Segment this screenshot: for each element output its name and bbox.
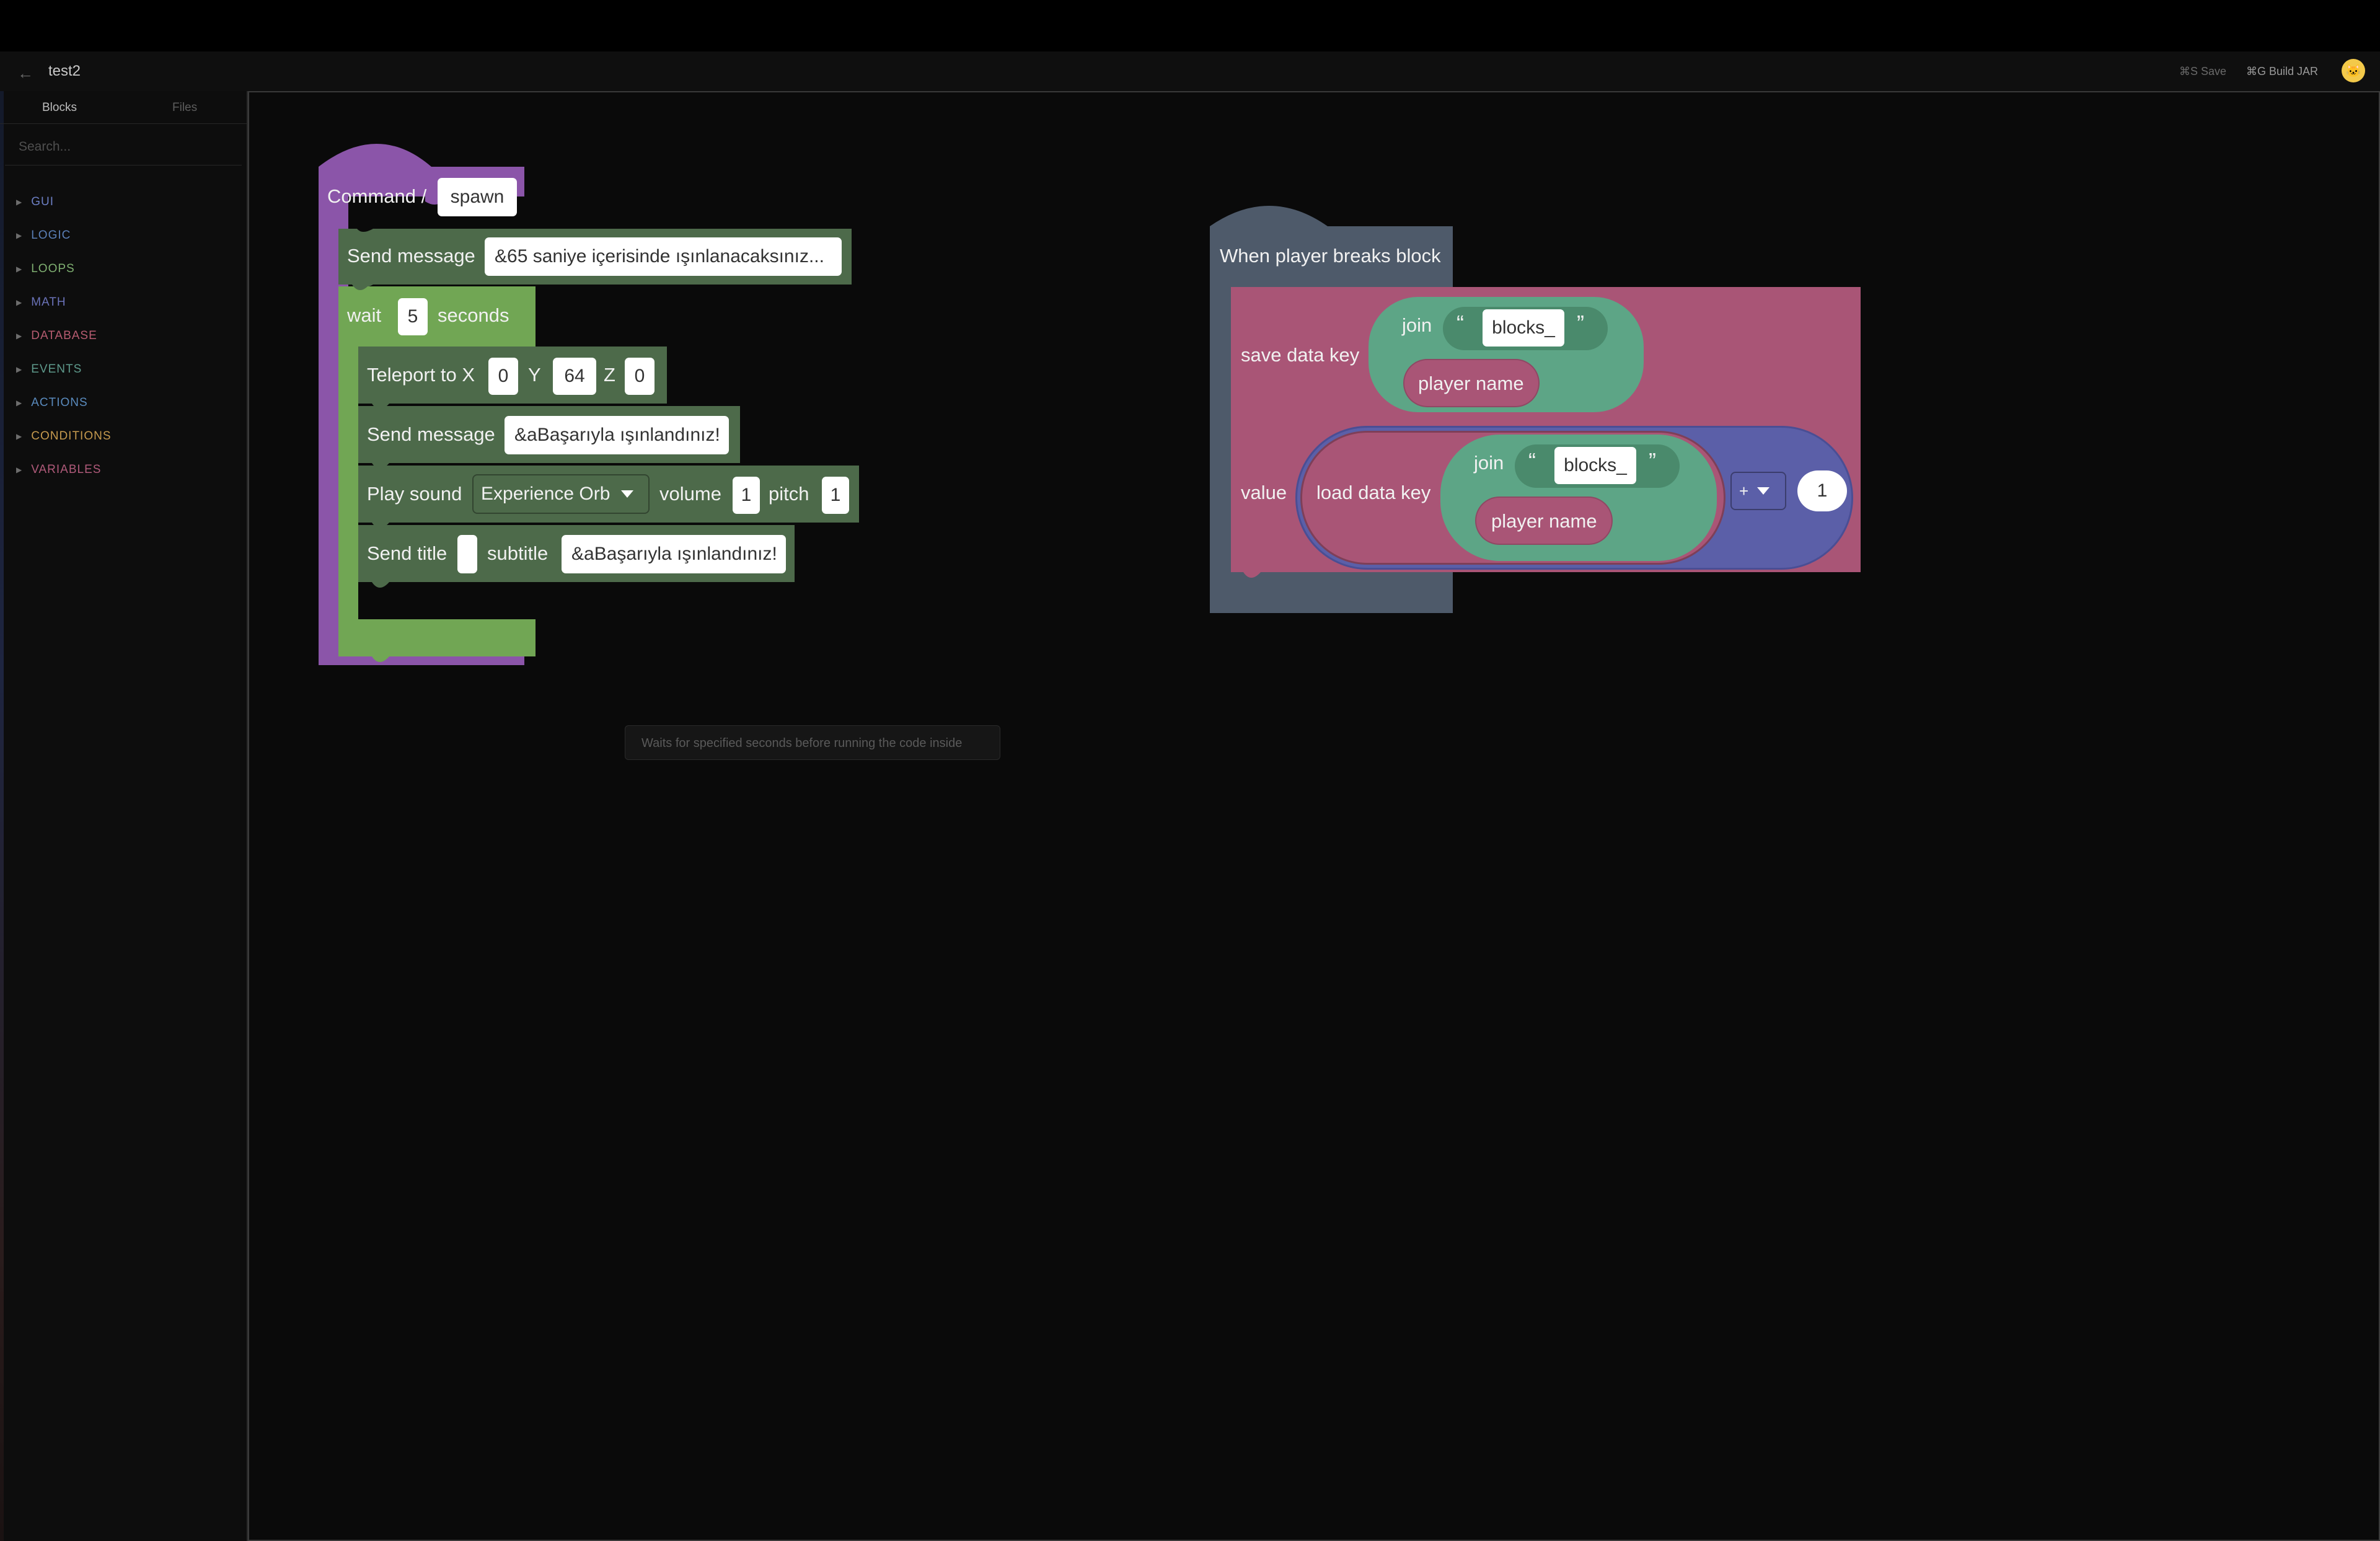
- event-label: When player breaks block: [1220, 245, 1441, 267]
- command-label: Command /: [327, 185, 427, 207]
- quote-open-icon: “: [1528, 448, 1536, 474]
- sidebar-tabs: Blocks Files: [0, 91, 247, 124]
- send-title-label: Send title: [367, 542, 447, 564]
- caret-right-icon: ▶: [16, 399, 23, 407]
- wait-seconds-field[interactable]: 5: [398, 298, 428, 335]
- play-sound-label: Play sound: [367, 483, 462, 505]
- quote-open-icon: “: [1457, 311, 1464, 336]
- sidebar-category-variables[interactable]: ▶ VARIABLES: [0, 453, 247, 487]
- teleport-label: Teleport to X: [367, 364, 475, 386]
- caret-right-icon: ▶: [16, 365, 23, 374]
- project-title: test2: [48, 63, 81, 79]
- category-label: VARIABLES: [31, 463, 102, 476]
- category-list: ▶ GUI ▶ LOGIC ▶ LOOPS ▶ MATH ▶ DATABASE ▶ EVENTS ▶ AC…: [0, 185, 247, 487]
- build-jar-button[interactable]: ⌘G Build JAR: [2246, 65, 2319, 77]
- sidebar-category-actions[interactable]: ▶ ACTIONS: [0, 386, 247, 420]
- chevron-down-icon: [1757, 487, 1770, 495]
- join-1-text-field[interactable]: blocks_: [1483, 309, 1564, 347]
- teleport-z-field[interactable]: 0: [625, 358, 654, 395]
- search-input[interactable]: [5, 128, 242, 166]
- caret-right-icon: ▶: [16, 332, 23, 340]
- quote-close-icon: ”: [1649, 448, 1656, 474]
- teleport-y-field[interactable]: 64: [553, 358, 596, 395]
- category-label: CONDITIONS: [31, 430, 112, 443]
- operator-dropdown[interactable]: +: [1730, 472, 1786, 510]
- chevron-down-icon: [621, 490, 634, 498]
- category-label: MATH: [31, 296, 66, 309]
- window-top-strip: [0, 0, 2380, 51]
- avatar[interactable]: 🐱: [2342, 59, 2365, 82]
- pitch-label: pitch: [769, 483, 809, 505]
- sound-dropdown-value: Experience Orb: [481, 483, 610, 504]
- send-message-label: Send message: [347, 245, 475, 267]
- caret-right-icon: ▶: [16, 265, 23, 273]
- sound-dropdown[interactable]: Experience Orb: [472, 474, 650, 514]
- block-tooltip: Waits for specified seconds before runni…: [625, 725, 1000, 760]
- send-message-2-label: Send message: [367, 423, 495, 445]
- sidebar-category-database[interactable]: ▶ DATABASE: [0, 319, 247, 353]
- player-name-2-label: player name: [1491, 510, 1597, 532]
- tab-files[interactable]: Files: [172, 101, 198, 114]
- value-label: value: [1241, 482, 1287, 503]
- title-field[interactable]: [457, 535, 477, 573]
- pitch-field[interactable]: 1: [822, 477, 849, 514]
- send-message-field[interactable]: &65 saniye içerisinde ışınlanacaksınız..…: [485, 237, 842, 276]
- player-name-1-label: player name: [1418, 373, 1524, 394]
- teleport-x-field[interactable]: 0: [488, 358, 518, 395]
- category-label: LOOPS: [31, 262, 75, 275]
- math-number-field[interactable]: 1: [1797, 470, 1847, 511]
- save-data-key-label: save data key: [1241, 344, 1360, 366]
- category-label: GUI: [31, 195, 55, 208]
- caret-right-icon: ▶: [16, 198, 23, 206]
- player-name-block-1[interactable]: [1403, 359, 1540, 407]
- arrow-left-icon[interactable]: ←: [17, 64, 33, 82]
- volume-label: volume: [659, 483, 721, 505]
- caret-right-icon: ▶: [16, 231, 23, 240]
- command-name-field[interactable]: spawn: [438, 178, 517, 216]
- join-2-label: join: [1474, 452, 1504, 474]
- tab-blocks[interactable]: Blocks: [42, 101, 77, 114]
- quote-close-icon: ”: [1577, 311, 1584, 336]
- caret-right-icon: ▶: [16, 466, 23, 474]
- load-data-label: load data key: [1316, 482, 1431, 503]
- subtitle-label: subtitle: [487, 542, 549, 564]
- save-button[interactable]: ⌘S Save: [2179, 65, 2227, 77]
- volume-field[interactable]: 1: [733, 477, 760, 514]
- category-label: EVENTS: [31, 363, 82, 376]
- sidebar-category-gui[interactable]: ▶ GUI: [0, 185, 247, 219]
- teleport-z-label: Z: [604, 364, 615, 386]
- category-label: DATABASE: [31, 329, 97, 342]
- category-label: LOGIC: [31, 229, 71, 242]
- sidebar-category-loops[interactable]: ▶ LOOPS: [0, 252, 247, 286]
- cat-avatar-icon: 🐱: [2345, 64, 2361, 78]
- teleport-y-label: Y: [528, 364, 541, 386]
- join-2-text-field[interactable]: blocks_: [1554, 447, 1636, 484]
- category-label: ACTIONS: [31, 396, 88, 409]
- join-1-label: join: [1402, 314, 1432, 336]
- player-name-block-2[interactable]: [1475, 497, 1613, 545]
- operator-value: +: [1739, 481, 1749, 500]
- sidebar: Blocks Files ▶ GUI ▶ LOGIC ▶ LOOPS ▶ MATH ▶ DATAB…: [0, 91, 248, 1541]
- caret-right-icon: ▶: [16, 298, 23, 307]
- wait-block-shape: [338, 286, 536, 656]
- block-shapes: [319, 144, 1861, 665]
- workspace-canvas[interactable]: Command / spawn Send message &65 saniye …: [248, 91, 2380, 1541]
- sidebar-category-logic[interactable]: ▶ LOGIC: [0, 219, 247, 252]
- caret-right-icon: ▶: [16, 432, 23, 441]
- wait-seconds-label: seconds: [438, 304, 509, 326]
- sidebar-category-conditions[interactable]: ▶ CONDITIONS: [0, 420, 247, 453]
- wait-label: wait: [347, 304, 382, 326]
- sidebar-category-events[interactable]: ▶ EVENTS: [0, 353, 247, 386]
- sidebar-category-math[interactable]: ▶ MATH: [0, 286, 247, 319]
- send-message-2-field[interactable]: &aBaşarıyla ışınlandınız!: [505, 416, 729, 454]
- subtitle-field[interactable]: &aBaşarıyla ışınlandınız!: [562, 535, 786, 573]
- sidebar-edge: [0, 91, 4, 1541]
- app-header: ← test2 ⌘S Save ⌘G Build JAR 🐱: [0, 51, 2380, 91]
